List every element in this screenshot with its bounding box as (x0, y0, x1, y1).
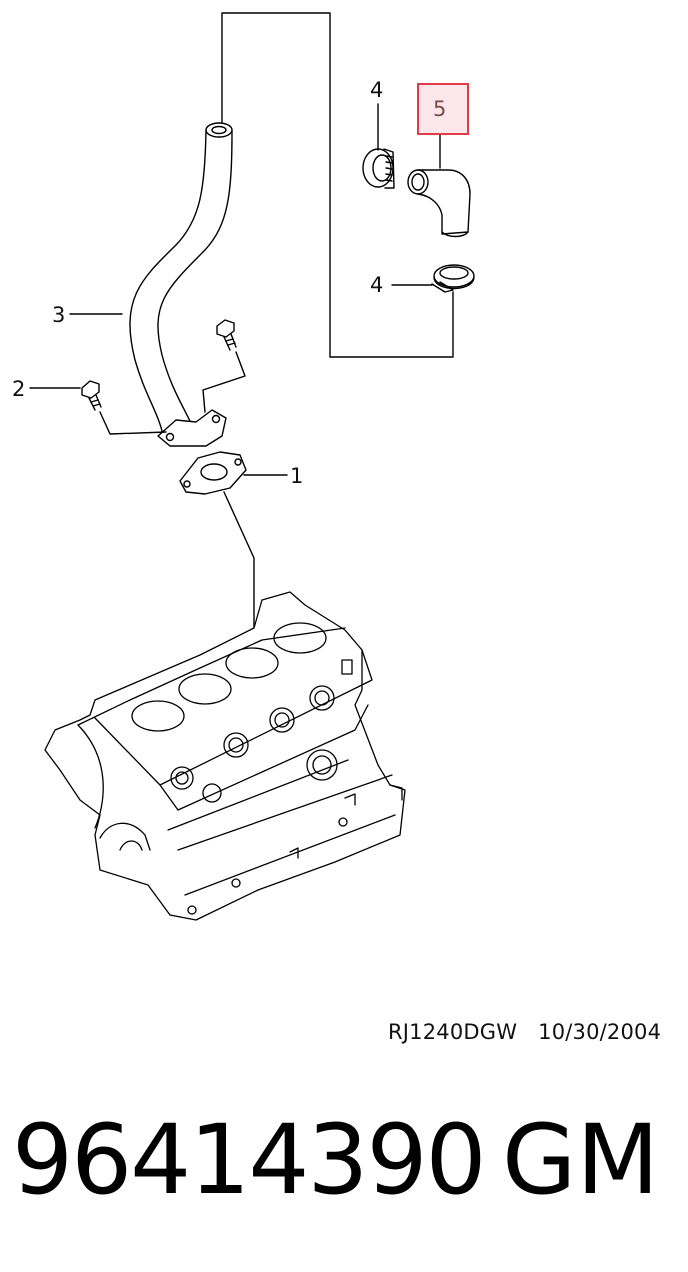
drawing-date: 10/30/2004 (538, 1020, 662, 1044)
callout-2: 2 (12, 377, 25, 401)
bolt-right (216, 319, 237, 351)
callout-3: 3 (52, 303, 65, 327)
parts-diagram: 5 4 4 3 2 1 (12, 12, 475, 921)
hose-clamp-upper (362, 148, 395, 189)
callout-1: 1 (290, 464, 303, 488)
drawing-reference: RJ1240DGW 10/30/2004 (388, 1020, 661, 1044)
part-number: 96414390 (12, 1104, 487, 1216)
breather-pipe (129, 122, 233, 447)
hose-clamp-lower (431, 264, 475, 293)
highlight-box (417, 83, 469, 135)
callout-5: 5 (433, 97, 446, 121)
gasket (179, 451, 247, 495)
bolt-left (81, 380, 102, 411)
callout-4-lower: 4 (370, 273, 383, 297)
brand-name: GM (502, 1104, 660, 1216)
drawing-code: RJ1240DGW (388, 1020, 518, 1044)
callout-4-upper: 4 (370, 78, 383, 102)
hose-elbow (407, 169, 471, 238)
leader-line (221, 12, 454, 358)
engine-block (44, 591, 406, 921)
